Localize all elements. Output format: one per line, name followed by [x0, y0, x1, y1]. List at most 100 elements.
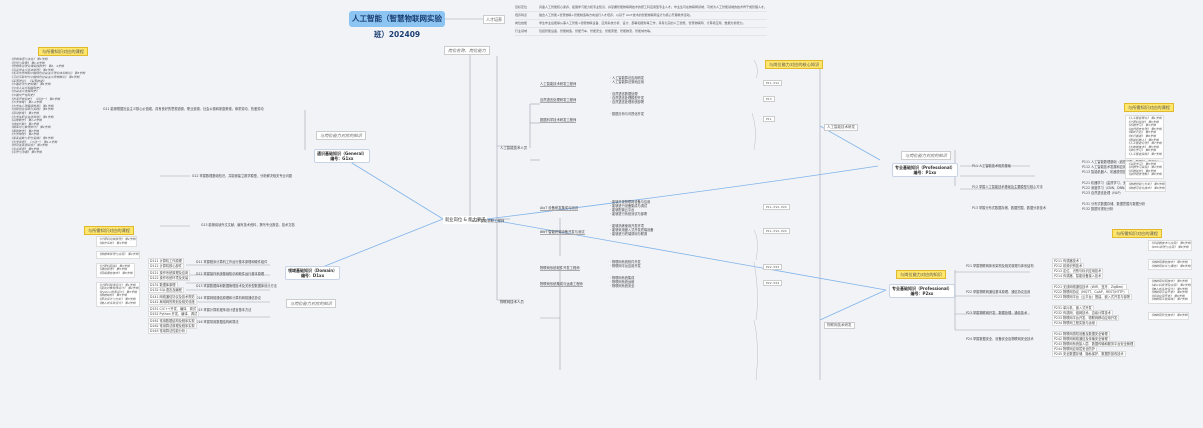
- course-item: 《人工智能实践》 第7学期: [1127, 151, 1162, 156]
- domain-subitem[interactable]: D163 常用算法性能分析: [148, 328, 188, 334]
- prof2-item[interactable]: P23 掌握物联网开发、数据处理、通信技术: [966, 310, 1028, 315]
- course-item: 《中华人民共和国简史》: [10, 85, 42, 90]
- prof1-item[interactable]: P13 掌握分布式数据存储、数据挖掘、数据分析技术: [972, 206, 1046, 210]
- course-group: 《物联网通信技术》 第5学期《物联网协议与通信》 第6学期: [1148, 259, 1193, 271]
- domain-item[interactable]: D16 掌握常用数据结构和算法: [196, 320, 239, 324]
- prof2-node[interactable]: 专业基础知识（Professional） 编号：P2xx: [889, 284, 955, 298]
- core-ability-callout: 与岗位能力对应的核心知识: [765, 60, 824, 69]
- domain-subitem[interactable]: D152 Python 开发、编译、调试: [148, 311, 200, 317]
- prof2-subitem[interactable]: P223 物联网平台（云平台）搭建、嵌入式开发与部署: [1052, 294, 1132, 300]
- career-job[interactable]: 物联网系统软件开发工程师: [540, 266, 580, 271]
- domain-subitem[interactable]: D112 计算机核心部件: [148, 263, 184, 269]
- prof2-subitem[interactable]: P245 安全数据存储、隐私保护、数据防篡改技术: [1052, 350, 1126, 357]
- career-task: · 能够配置云平台: [610, 208, 635, 212]
- career-task: · 物联网系统软件开发: [610, 260, 641, 264]
- career-job[interactable]: 自然语言处理研发工程师: [540, 98, 577, 103]
- course-item: 《计算机组成原理》 第2学期: [98, 237, 136, 241]
- prof1-subitem[interactable]: P122 深度学习（CNN、DNN、RNN、GAN）: [1082, 186, 1148, 190]
- general-item-g13[interactable]: G13 能够阅读外文文献，编写技术资料，撰写专业报告、技术文档: [201, 223, 295, 227]
- domain-subitem[interactable]: D132 SQL语言及编程: [148, 287, 184, 293]
- course-item: 《大学生职业生涯规划》 第1学期: [10, 114, 54, 119]
- course-item: 《算法设计与分析》 第5学期: [98, 296, 136, 301]
- domain-subitem[interactable]: D122 操作系统环境及安装: [148, 275, 191, 281]
- prof1-subitem[interactable]: P112 人工智能技术发展和应用: [1082, 165, 1127, 169]
- center-node[interactable]: 就业岗位 & 能力要求: [443, 216, 488, 224]
- career-group[interactable]: 物联网技术人员: [500, 300, 524, 304]
- course-item: 《毛泽东思想和中国特色社会主义理论体系概论》 第3学期: [10, 71, 86, 76]
- prof1-item[interactable]: P12 掌握人工智能技术基础及主要模型与核心方法: [972, 185, 1043, 189]
- course-group: 《计算机组成原理》 第2学期《操作系统》 第4学期: [96, 236, 138, 248]
- domain-node[interactable]: 领域基础知识（Domain） 编号：D1xx: [285, 266, 341, 280]
- career-task: · 自然语言数据处理: [610, 92, 638, 96]
- course-item: 《通信原理》 第5学期: [98, 267, 127, 272]
- domain-item[interactable]: D14 掌握网络通信原理和计算机网络通信协议: [196, 296, 261, 300]
- domain-item[interactable]: D12 掌握操作系统基础知识和软件运行基本原理: [196, 272, 265, 276]
- course-group: 《物联网组网技术》 第5学期《单片机原理及应用》 第4学期《嵌入式系统设计》 第…: [1148, 278, 1193, 304]
- domain-item[interactable]: D13 掌握数据库和数据管理技术及关系型数据库设计方法: [196, 284, 277, 288]
- course-item: 《Python程序设计》 第3学期: [98, 289, 137, 294]
- career-tag: P22, P24: [763, 280, 783, 286]
- career-group[interactable]: 人工智能技术人员: [500, 146, 528, 150]
- prof2-subitem[interactable]: P234 物联网工程实施与运维: [1052, 319, 1097, 326]
- career-job[interactable]: 数据科学技术研发工程师: [540, 118, 577, 123]
- course-item: 《面向对象程序设计》 第2学期: [98, 286, 139, 291]
- prof1-subitem[interactable]: P121 机器学习（监督学习、无监督学习、强化学习）: [1082, 181, 1158, 185]
- prof2-item[interactable]: P22 掌握物联网通信基本原理、通信协议应用: [966, 290, 1031, 294]
- prof1-item[interactable]: P11 人工智能技术相关基础: [972, 164, 1011, 168]
- course-item: 《操作系统》 第4学期: [98, 240, 127, 245]
- career-job[interactable]: AIoT 设备研发集成与测试: [540, 206, 578, 211]
- general-item-g11[interactable]: G11 能够根据社会主义核心价值观，具有良好的思想道德、职业道德、社会公德和家庭…: [103, 107, 264, 111]
- course-item: 《大数据技术》 第5学期: [1127, 144, 1159, 149]
- course-item: 《大学英语》 （二选一） 第1-2学期: [10, 139, 58, 144]
- career-task: · 自然语言处理系统部署: [610, 100, 644, 104]
- career-task: · 能够开发物联网设备与应用: [610, 200, 651, 204]
- prof1-subitem[interactable]: P131 分布式数据存储、数据挖掘与数据分析: [1082, 202, 1146, 206]
- career-tag: P11, P12: [763, 80, 783, 86]
- career-job[interactable]: 人工智能技术研发工程师: [540, 82, 577, 87]
- prof1-subitem[interactable]: P123 自然语言处理（NLP）: [1082, 191, 1123, 195]
- link-center-domain: [314, 218, 444, 271]
- course-item: 《数据结构》 第3学期: [98, 293, 127, 298]
- domain-item[interactable]: D11 掌握程序计算机工作运行基本原理和硬件组件: [196, 260, 268, 264]
- course-item: 《计算机网络》 第3学期: [98, 263, 130, 268]
- career-task: · 自然语言处理模型开发: [610, 96, 644, 100]
- course-item: 《思想道德与法治》 第1学期: [10, 57, 48, 61]
- course-item: 《高等数学》 第1-2学期: [10, 118, 42, 123]
- career-job[interactable]: 物联网系统集成与运维工程师: [540, 282, 583, 287]
- position-label: 岗位名称、岗位能力: [444, 46, 490, 55]
- course-item: 《模式识别》 第5学期: [1127, 130, 1156, 135]
- course-item: 《形势与政策》 第1-8学期: [10, 60, 45, 65]
- career-tag: P11, P12, P24: [763, 228, 790, 234]
- course-item: 《离散数学》 第2学期: [10, 128, 39, 133]
- career-task: · 物联网系统运维: [610, 280, 635, 284]
- prof1-subitem[interactable]: P111 人工智能数理基础（线性代数、概率论、微积分）: [1082, 160, 1162, 164]
- career-tag: P11: [763, 116, 775, 122]
- course-item: 《计算机视觉》 第5学期: [1127, 119, 1159, 124]
- career-group[interactable]: AIoT 智能物联工程师: [472, 219, 505, 223]
- course-item: 《创新创业基础与实践》 第3学期: [10, 107, 54, 112]
- prof2-item[interactable]: P21 掌握物联网体系架构及相关原理与体系结构: [966, 264, 1034, 268]
- domain-item[interactable]: D15 掌握计算机程序设计语言基本方法: [196, 308, 252, 312]
- domain-subitem[interactable]: D142 局域网的规划及相关设施: [148, 299, 197, 305]
- prof2-subitem[interactable]: P214 传感器、智能设备接入技术: [1052, 273, 1104, 279]
- prof1-node[interactable]: 专业基础知识（Professional） 编号：P1xx: [892, 163, 958, 177]
- prof2-item[interactable]: P24 掌握数据安全、设备安全及物联网安全技术: [966, 336, 1034, 341]
- general-node[interactable]: 通识基础知识（General） 编号：G1xx: [314, 149, 370, 163]
- course-item: 《RFID原理与应用》 第6学期: [1150, 244, 1189, 249]
- course-item: 《物联网协议与通信》 第6学期: [1150, 263, 1191, 268]
- talent-node[interactable]: 人才培养: [483, 15, 505, 24]
- prof1-subitem[interactable]: P113 智能机器人、机器视觉技术: [1082, 170, 1130, 174]
- prof2-course-callout: 与所需知识对应的课程: [1112, 229, 1162, 238]
- career-job[interactable]: AIoT 智能终端设备开发与测试: [540, 230, 585, 235]
- course-item: 《嵌入式系统设计》 第5学期: [1150, 286, 1188, 291]
- prof1-subitem[interactable]: P132 数据可视化分析: [1082, 207, 1114, 211]
- general-item-g12[interactable]: G12 掌握数理基础知识，并能够建立数学模型，分析解决相关专业问题: [192, 174, 292, 178]
- course-item: 《网络通信技术》 第6学期: [98, 270, 133, 275]
- course-item: 《知识图谱》 第6学期: [1127, 133, 1156, 138]
- general-course-list: 《思想道德与法治》 第1学期《形势与政策》 第1-8学期《思想政治理论课实践教学…: [10, 57, 86, 155]
- course-item: 《数据挖掘与分析》 第5学期: [1127, 182, 1165, 186]
- general-ability-callout: 与岗位能力对应的知识: [316, 131, 366, 140]
- course-group: 《传感器技术与应用》 第5学期《RFID原理与应用》 第6学期: [1148, 240, 1193, 252]
- course-item: 《专业英语》 第5学期: [10, 146, 39, 151]
- course-item: 《复变函数与积分变换》 第3学期: [10, 136, 54, 141]
